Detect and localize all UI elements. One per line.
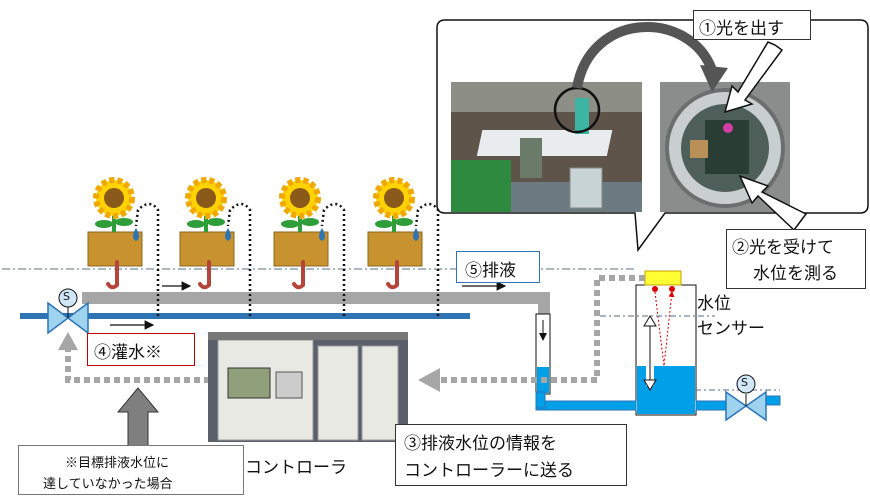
sensor-tank xyxy=(600,270,780,416)
valve-right-s: S xyxy=(741,376,748,389)
drainage-label: ⑤排液 xyxy=(465,261,516,281)
receive-light-label-box: ②光を受けて 水位を測る xyxy=(726,229,866,289)
controller-label: コントローラ xyxy=(245,458,347,478)
note-label-line2: 達していなかった場合 xyxy=(43,477,173,492)
emit-light-label: ①光を出す xyxy=(699,19,784,39)
sensor-label-line2: センサー xyxy=(697,319,765,339)
emit-light-arrow xyxy=(723,41,784,114)
send-info-label-box: ③排液水位の情報を コントローラーに送る xyxy=(395,424,627,486)
roots xyxy=(106,260,399,290)
drainage-label-box: ⑤排液 xyxy=(456,251,540,283)
solenoid-valve-left xyxy=(47,288,89,335)
sunflowers xyxy=(93,177,415,232)
valve-left-s: S xyxy=(63,290,70,303)
irrigation-label-box: ④灌水※ xyxy=(87,333,195,366)
plant-pots xyxy=(87,231,423,267)
irrigation-label: ④灌水※ xyxy=(94,343,162,363)
send-info-label-line2: コントローラーに送る xyxy=(404,461,574,481)
sensor-installation-photo xyxy=(451,82,642,212)
note-label-line1: ※目標排液水位に xyxy=(65,456,170,471)
drip-tubes xyxy=(134,202,440,316)
curved-arrow xyxy=(572,22,717,89)
emit-light-label-box: ①光を出す xyxy=(693,10,811,40)
supply-pipe xyxy=(20,313,470,319)
drainage-pipe xyxy=(82,292,546,304)
solenoid-valve-right xyxy=(725,374,767,422)
receive-light-arrow xyxy=(738,174,808,232)
receive-light-label-line1: ②光を受けて xyxy=(732,238,834,258)
signal-path xyxy=(65,275,645,383)
water-drops xyxy=(133,228,419,241)
receive-light-label-line2: 水位を測る xyxy=(753,264,838,284)
controller-photo xyxy=(208,332,408,442)
sensor-label-line1: 水位 xyxy=(697,294,731,314)
note-label-box: ※目標排液水位に 達していなかった場合 xyxy=(18,445,244,495)
send-info-label-line1: ③排液水位の情報を xyxy=(404,434,557,454)
sensor-inside-photo xyxy=(660,82,790,212)
